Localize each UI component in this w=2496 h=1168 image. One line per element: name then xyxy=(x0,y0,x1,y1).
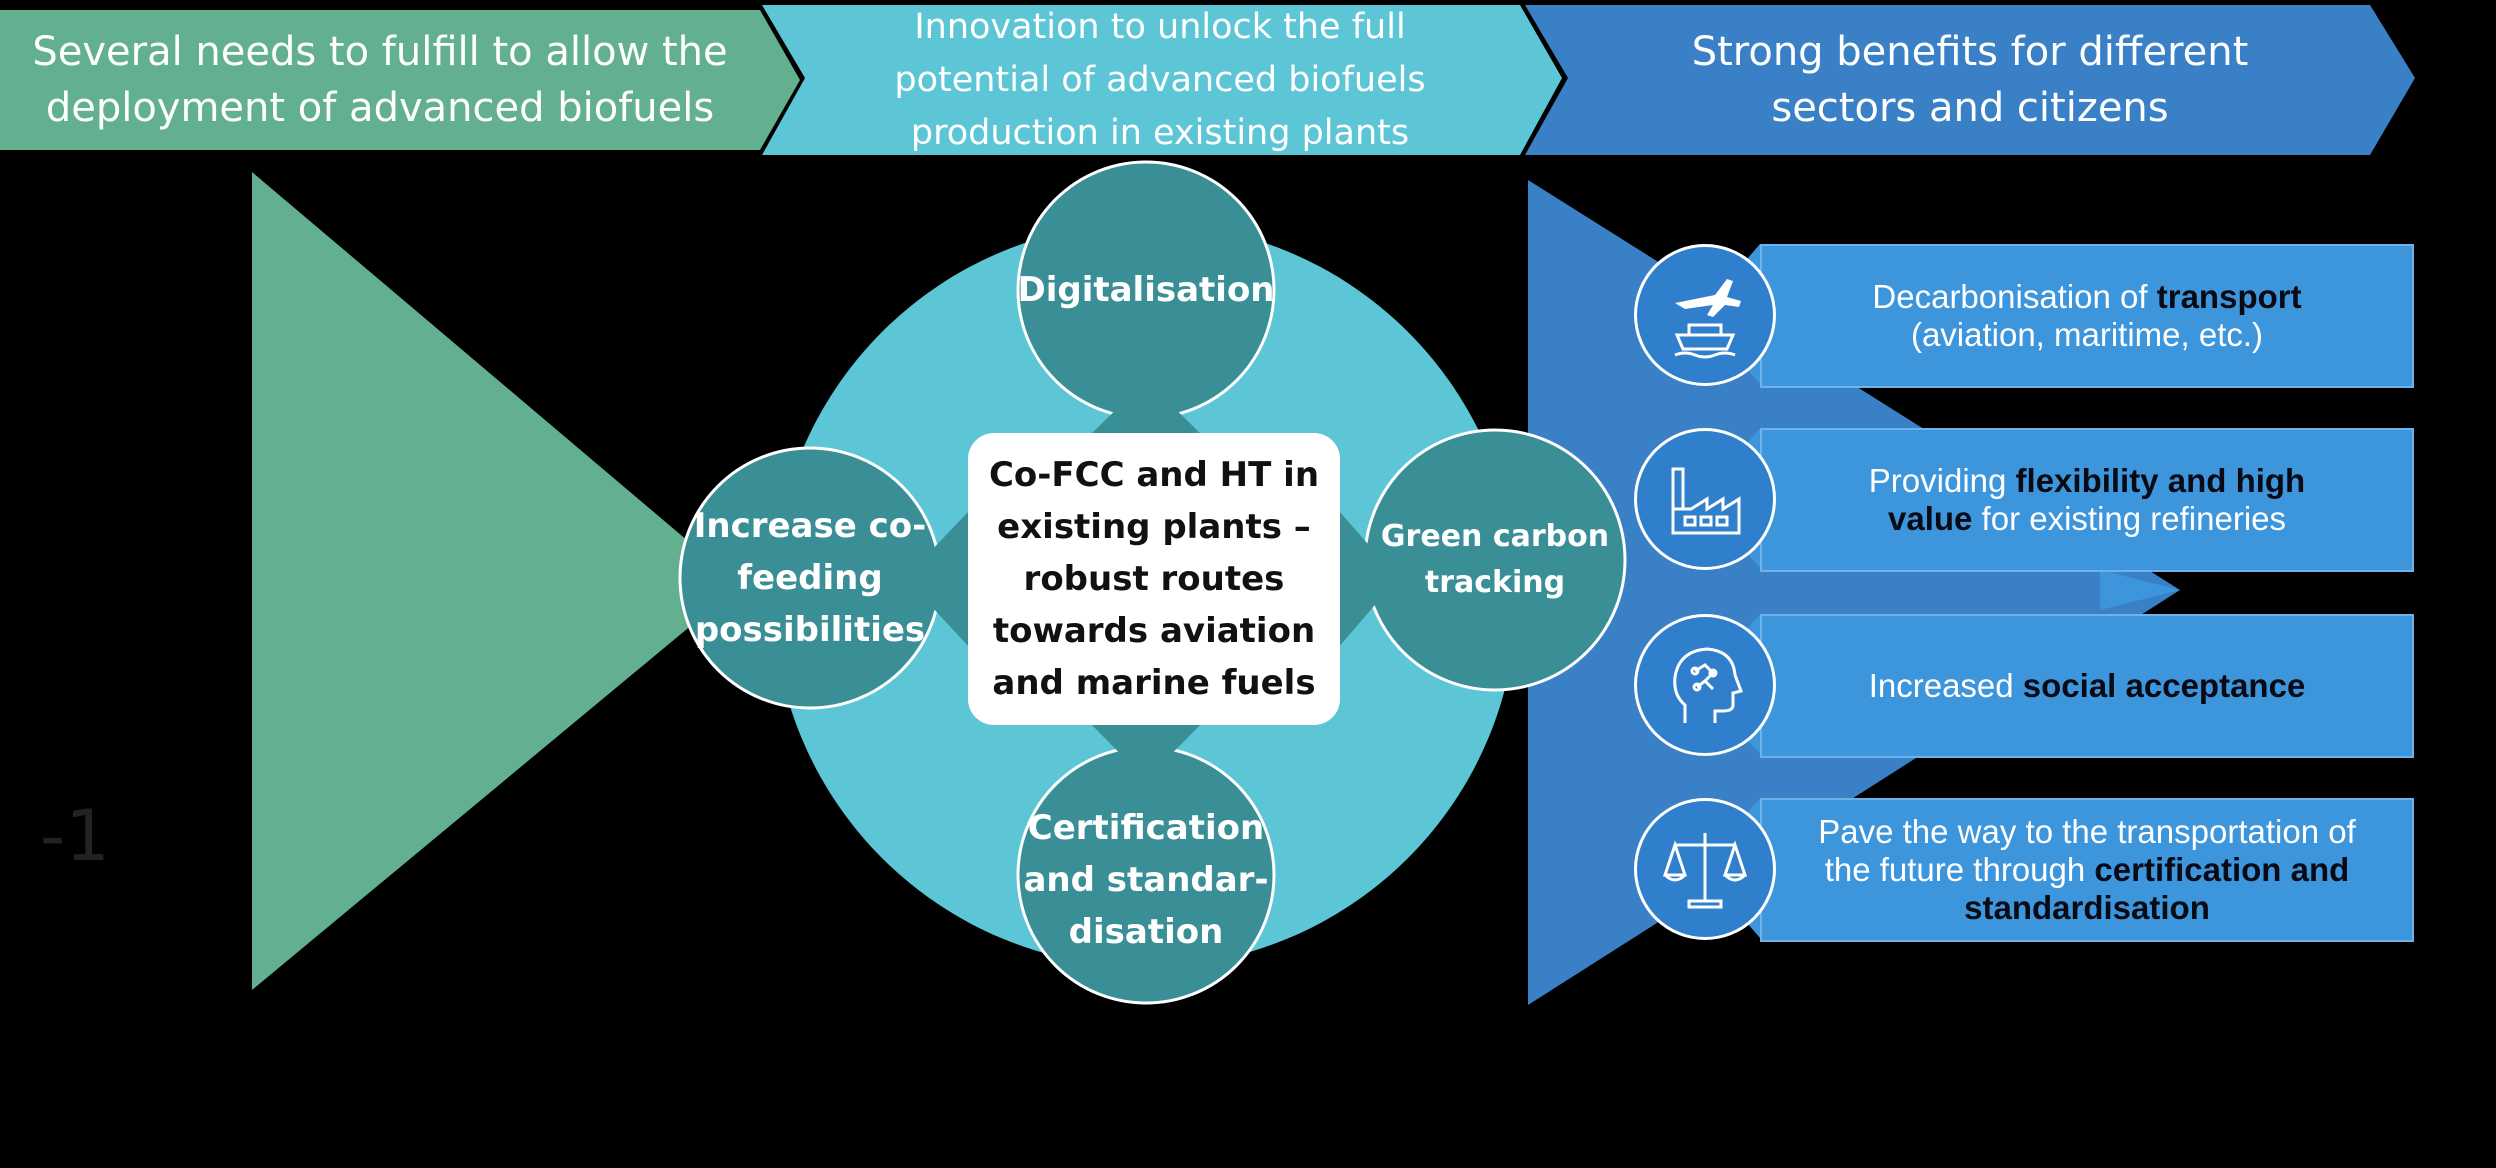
center-text-line: towards aviation xyxy=(992,611,1316,651)
benefit-text: Providing xyxy=(1868,462,2016,499)
connector-right xyxy=(1338,510,1398,648)
benefit-line: Decarbonisation of transport xyxy=(1872,278,2301,316)
factory-icon xyxy=(1634,428,1776,570)
benefit-line: Providing flexibility and high xyxy=(1869,462,2305,500)
benefit-text: Pave the way to the transportation of xyxy=(1818,813,2356,850)
benefit-line: (aviation, maritime, etc.) xyxy=(1911,316,2263,354)
benefit-line: standardisation xyxy=(1964,889,2210,927)
benefits-header-line: Strong benefits for different xyxy=(1691,29,2249,75)
benefit-line: the future through certification and xyxy=(1825,851,2350,889)
cofeeding-text-line: possibilities xyxy=(694,610,926,650)
stray-mark: -1 xyxy=(40,795,110,877)
benefit-text: the future through xyxy=(1824,851,2095,888)
connector-top xyxy=(1087,380,1205,438)
digitalisation-text: Digitalisation xyxy=(1017,270,1275,310)
airplane-ship-icon xyxy=(1634,244,1776,386)
green-carbon-label: Green carbon tracking xyxy=(1375,510,1615,610)
scales-icon xyxy=(1634,798,1776,940)
benefits-header-chevron xyxy=(1525,5,2415,155)
needs-triangle xyxy=(252,172,740,990)
needs-header-line: deployment of advanced biofuels xyxy=(45,85,715,131)
benefit-bold-text: certification and xyxy=(2094,851,2350,888)
benefit-box-certification: Pave the way to the transportation of th… xyxy=(1760,798,2414,942)
benefit-box-social: Increased social acceptance xyxy=(1760,614,2414,758)
center-text-line: existing plants – xyxy=(997,507,1311,547)
benefit-box-transport: Decarbonisation of transport (aviation, … xyxy=(1760,244,2414,388)
innovation-header-line: potential of advanced biofuels xyxy=(894,59,1426,100)
benefit-line: Pave the way to the transportation of xyxy=(1818,813,2356,851)
center-text-line: and marine fuels xyxy=(992,663,1316,703)
certification-label: Certification and standar- disation xyxy=(1018,800,1274,960)
green-carbon-text-line: Green carbon xyxy=(1380,519,1610,554)
increase-cofeeding-label: Increase co- feeding possibilities xyxy=(685,495,935,661)
needs-header-line: Several needs to fulfill to allow the xyxy=(32,29,728,75)
benefit-text: for existing refineries xyxy=(1972,500,2287,537)
innovation-header-text: Innovation to unlock the full potential … xyxy=(830,0,1490,160)
innovation-header-chevron xyxy=(762,5,1562,155)
digitalisation-label: Digitalisation xyxy=(1017,250,1275,330)
benefit-bold-text: social acceptance xyxy=(2022,667,2306,704)
certification-text-line: disation xyxy=(1068,912,1224,952)
center-text-line: robust routes xyxy=(1023,559,1285,599)
benefit-text: Increased xyxy=(1868,667,2023,704)
cofeeding-text-line: feeding xyxy=(737,558,883,598)
needs-header-text: Several needs to fulfill to allow the de… xyxy=(0,10,760,150)
green-carbon-text-line: tracking xyxy=(1424,565,1566,600)
connector-left xyxy=(905,510,970,648)
cofeeding-text-line: Increase co- xyxy=(693,506,927,546)
connector-bottom xyxy=(1087,720,1205,780)
benefit-text: (aviation, maritime, etc.) xyxy=(1910,316,2264,353)
center-box: Co-FCC and HT in existing plants – robus… xyxy=(968,433,1340,725)
benefit-bold-text: flexibility and high xyxy=(2015,462,2306,499)
benefit-line: value for existing refineries xyxy=(1888,500,2286,538)
certification-text-line: Certification xyxy=(1027,808,1265,848)
needs-header-chevron xyxy=(0,10,800,150)
benefit-line: Increased social acceptance xyxy=(1869,667,2306,705)
benefits-header-line: sectors and citizens xyxy=(1771,85,2169,131)
benefit-text: Decarbonisation of xyxy=(1872,278,2157,315)
innovation-header-line: production in existing plants xyxy=(910,112,1410,153)
head-brain-icon xyxy=(1634,614,1776,756)
benefits-arrow-tip xyxy=(2100,570,2180,610)
benefit-bold-text: transport xyxy=(2156,278,2302,315)
benefit-bold-text: value xyxy=(1887,500,1973,537)
benefit-box-refineries: Providing flexibility and high value for… xyxy=(1760,428,2414,572)
benefit-bold-text: standardisation xyxy=(1964,889,2210,926)
innovation-header-line: Innovation to unlock the full xyxy=(914,6,1406,47)
certification-text-line: and standar- xyxy=(1023,860,1269,900)
center-text-line: Co-FCC and HT in xyxy=(988,455,1320,495)
benefits-header-text: Strong benefits for different sectors an… xyxy=(1570,10,2370,150)
